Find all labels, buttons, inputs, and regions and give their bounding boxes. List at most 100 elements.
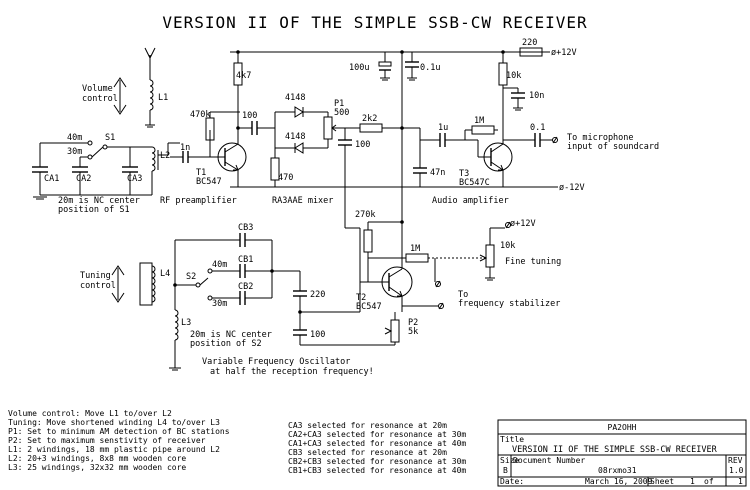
microphone-label-1: To microphone bbox=[567, 133, 634, 143]
potentiometer-fine-tuning[interactable] bbox=[485, 244, 495, 268]
notes-right: CA3 selected for resonance at 20m CA2+CA… bbox=[288, 421, 466, 475]
vfo-label-1: Variable Frequency Oscillator bbox=[202, 357, 350, 367]
note-right-line: CA1+CA3 selected for resonance at 40m bbox=[288, 439, 466, 448]
label-t2-name: T2 bbox=[356, 293, 366, 303]
label-ca2: CA2 bbox=[76, 174, 91, 184]
label-r1m: 1M bbox=[474, 116, 484, 126]
coil-l4 bbox=[151, 265, 156, 303]
stabilizer-label-2: frequency stabilizer bbox=[458, 299, 560, 309]
label-r470k: 470k bbox=[190, 110, 210, 120]
label-ca3: CA3 bbox=[127, 174, 142, 184]
label-r270k: 270k bbox=[355, 210, 375, 220]
titleblock-date-value: March 16, 2009 bbox=[585, 477, 653, 486]
label-t3-type: BC547C bbox=[459, 178, 490, 188]
label-p1-name: P1 bbox=[334, 99, 344, 109]
label-l2: L2 bbox=[160, 151, 170, 161]
s1-note-2: position of S1 bbox=[58, 205, 130, 215]
label-t2-type: BC547 bbox=[356, 302, 382, 312]
note-right-line: CB3 selected for resonance at 20m bbox=[288, 448, 447, 457]
titleblock-sheet-total: 1 bbox=[738, 477, 743, 486]
vfo-label-2: at half the reception frequency! bbox=[210, 367, 374, 377]
stabilizer-label-1: To bbox=[458, 290, 468, 300]
label-r220: 220 bbox=[522, 38, 537, 48]
label-c100u: 100u bbox=[349, 63, 369, 73]
label-c10n: 10n bbox=[529, 91, 544, 101]
microphone-label-2: input of soundcard bbox=[567, 142, 659, 152]
mixer-label: RA3AAE mixer bbox=[272, 196, 333, 206]
note-left-line: P1: Set to minimum AM detection of BC st… bbox=[8, 427, 230, 436]
rf-preamp: L2 1n 470k T1 BC547 4k7 RF preamplif bbox=[130, 50, 251, 206]
label-c1n: 1n bbox=[180, 143, 190, 153]
label-t3-name: T3 bbox=[459, 169, 469, 179]
label-c100c: 100 bbox=[310, 330, 325, 340]
vfo: Tuning control L4 L3 CB3 S2 40m 30m CB bbox=[80, 210, 561, 377]
notes-left: Volume control: Move L1 to/over L2 Tunin… bbox=[8, 409, 230, 472]
tuning-control-label-2: control bbox=[80, 281, 116, 291]
titleblock-title-label: Title bbox=[500, 435, 524, 444]
label-cb2: CB2 bbox=[238, 282, 253, 292]
label-c1u: 1u bbox=[438, 123, 448, 133]
label-t1-name: T1 bbox=[196, 168, 206, 178]
label-c47n: 47n bbox=[430, 168, 445, 178]
titleblock-sheet-num: 1 bbox=[690, 477, 695, 486]
s1-note-1: 20m is NC center bbox=[58, 196, 140, 206]
supply-rails: 220 ø+12V ø-12V bbox=[230, 38, 585, 193]
mixer: 100 4148 4148 P1 500 2k2 100 bbox=[238, 93, 402, 228]
titleblock-sheet-of: of bbox=[704, 477, 714, 486]
titleblock-size-value: B bbox=[503, 466, 508, 475]
volume-control-label-1: Volume bbox=[82, 84, 113, 94]
potentiometer-p1 bbox=[323, 116, 333, 140]
input-switch-s1: 40m 30m S1 CA1 CA2 CA3 20m is NC center … bbox=[32, 133, 152, 215]
titleblock-sheet-label: Sheet bbox=[650, 477, 674, 486]
titleblock-rev-value: 1.0 bbox=[729, 466, 744, 475]
label-s2: S2 bbox=[186, 272, 196, 282]
label-l4: L4 bbox=[160, 269, 170, 279]
label-l1: L1 bbox=[158, 93, 168, 103]
note-left-line: P2: Set to maximum senstivity of receive… bbox=[8, 436, 206, 445]
label-c01: 0.1 bbox=[530, 123, 545, 133]
label-c220: 220 bbox=[310, 290, 325, 300]
antenna-l1: L1 Volume control bbox=[82, 47, 168, 128]
schematic-title: VERSION II OF THE SIMPLE SSB-CW RECEIVER bbox=[162, 13, 587, 32]
label-s1-30m: 30m bbox=[67, 147, 82, 157]
title-block: PA2OHH Title VERSION II OF THE SIMPLE SS… bbox=[497, 419, 747, 487]
label-s1-40m: 40m bbox=[67, 133, 82, 143]
titleblock-title-value: VERSION II OF THE SIMPLE SSB-CW RECEIVER bbox=[512, 445, 718, 455]
label-s2-30m: 30m bbox=[212, 299, 227, 309]
label-t1-type: BC547 bbox=[196, 177, 222, 187]
label-r470: 470 bbox=[278, 173, 293, 183]
label-r1m-b: 1M bbox=[410, 244, 420, 254]
note-right-line: CA3 selected for resonance at 20m bbox=[288, 421, 447, 430]
titleblock-rev-label: REV bbox=[728, 456, 743, 465]
label-cb3: CB3 bbox=[238, 223, 253, 233]
label-minus12v: ø-12V bbox=[559, 183, 585, 193]
label-r10k: 10k bbox=[506, 71, 521, 81]
label-r4k7: 4k7 bbox=[236, 71, 251, 81]
audio-amplifier: 47n 1u 1M T3 BC547C 10k bbox=[402, 50, 659, 206]
note-right-line: CB1+CB3 selected for resonance at 40m bbox=[288, 466, 466, 475]
label-c100a: 100 bbox=[242, 111, 257, 121]
audio-amp-label: Audio amplifier bbox=[432, 196, 509, 206]
label-diode-b: 4148 bbox=[285, 132, 305, 142]
label-p10k: 10k bbox=[500, 241, 515, 251]
note-left-line: L3: 25 windings, 32x32 mm wooden core bbox=[8, 463, 186, 472]
s2-note-1: 20m is NC center bbox=[190, 330, 272, 340]
label-cb1: CB1 bbox=[238, 255, 253, 265]
tuning-control-label-1: Tuning bbox=[80, 271, 111, 281]
decoupling: 100u 0.1u bbox=[349, 50, 440, 255]
coil-l3 bbox=[174, 309, 179, 341]
note-left-line: Volume control: Move L1 to/over L2 bbox=[8, 409, 172, 418]
label-r2k2: 2k2 bbox=[362, 114, 377, 124]
titleblock-docnum-label: Document Number bbox=[513, 456, 585, 465]
label-l3: L3 bbox=[181, 318, 191, 328]
label-p2-name: P2 bbox=[408, 318, 418, 328]
potentiometer-p2[interactable] bbox=[390, 319, 400, 343]
label-diode-a: 4148 bbox=[285, 93, 305, 103]
coil-l2 bbox=[151, 146, 156, 172]
titleblock-date-label: Date: bbox=[500, 477, 524, 486]
coil-l1 bbox=[149, 79, 154, 111]
note-left-line: Tuning: Move shortened winding L4 to/ove… bbox=[8, 418, 220, 427]
label-ca1: CA1 bbox=[44, 174, 59, 184]
label-s1: S1 bbox=[105, 133, 115, 143]
